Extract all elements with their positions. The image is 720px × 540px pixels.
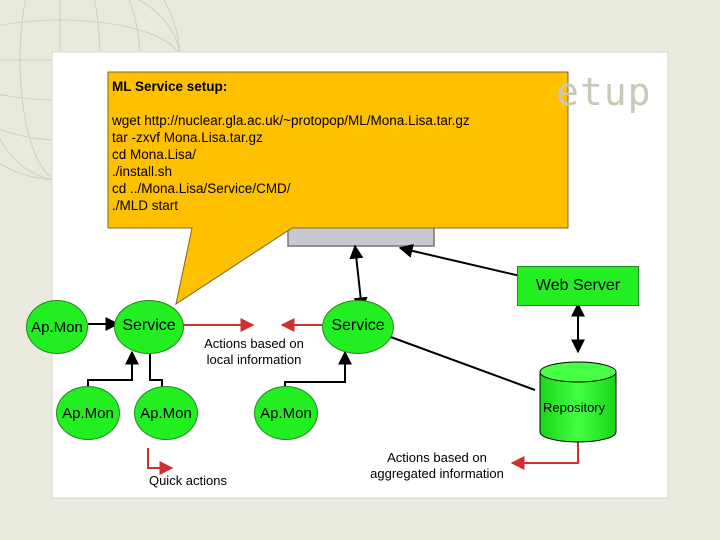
aggregated-actions-caption: Actions based on aggregated information bbox=[358, 450, 516, 482]
apmon-bottom-node-2: Ap.Mon bbox=[134, 386, 198, 440]
slide-title-fragment: etup bbox=[556, 70, 652, 114]
caption-line: Actions based on bbox=[387, 450, 487, 465]
caption-line: Actions based on bbox=[204, 336, 304, 351]
repository-label: Repository bbox=[543, 400, 606, 415]
callout-line: tar -zxvf Mona.Lisa.tar.gz bbox=[112, 130, 263, 145]
callout-shape bbox=[107, 71, 569, 306]
web-server-box: Web Server bbox=[517, 266, 639, 306]
service-right-node: Service bbox=[322, 300, 394, 354]
caption-line: local information bbox=[206, 352, 302, 367]
caption-line: aggregated information bbox=[370, 466, 504, 481]
callout-line: cd ../Mona.Lisa/Service/CMD/ bbox=[112, 181, 291, 196]
repository-cylinder bbox=[539, 361, 617, 443]
apmon-left-node: Ap.Mon bbox=[26, 300, 88, 354]
apmon-bottom-node-3: Ap.Mon bbox=[254, 386, 318, 440]
red-arrows bbox=[147, 318, 579, 475]
callout-text: ML Service setup: wget http://nuclear.gl… bbox=[112, 78, 572, 214]
callout-line: cd Mona.Lisa/ bbox=[112, 147, 197, 162]
callout-heading: ML Service setup: bbox=[112, 79, 228, 94]
apmon-bottom-node-1: Ap.Mon bbox=[56, 386, 120, 440]
service-left-node: Service bbox=[114, 300, 184, 354]
callout-line: ./install.sh bbox=[112, 164, 173, 179]
local-actions-caption: Actions based on local information bbox=[186, 336, 322, 368]
callout-line: ./MLD start bbox=[112, 198, 179, 213]
callout-line: wget http://nuclear.gla.ac.uk/~protopop/… bbox=[112, 113, 470, 128]
quick-actions-caption: Quick actions bbox=[148, 473, 228, 488]
